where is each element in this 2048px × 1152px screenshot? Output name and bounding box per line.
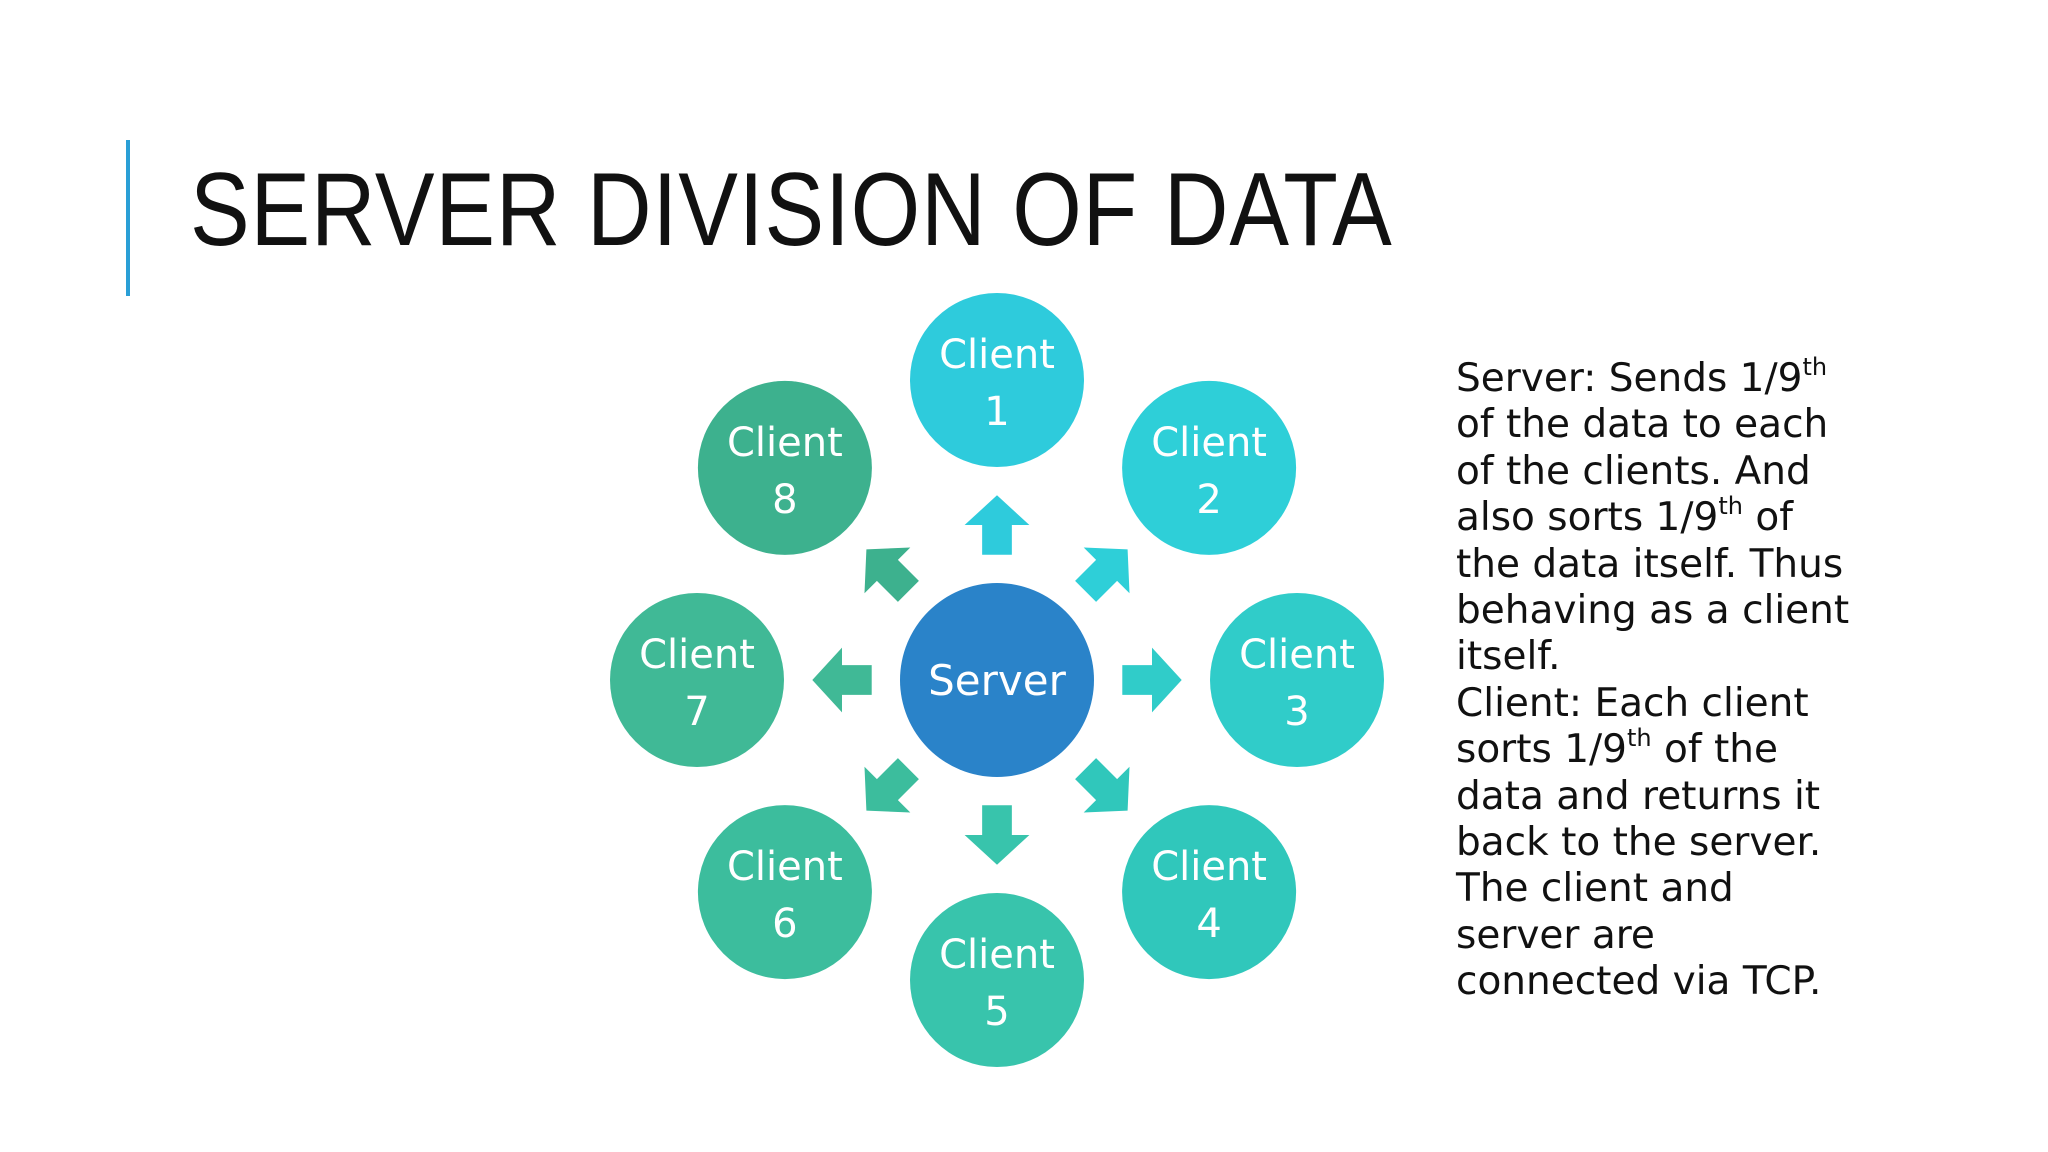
superscript: th	[1802, 353, 1828, 381]
client-circle	[910, 293, 1084, 467]
server-label: Server	[928, 656, 1066, 705]
client-number: 4	[1196, 901, 1221, 947]
client-node-4: Client 4	[1122, 805, 1297, 980]
slide-title: SERVER DIVISION OF DATA	[190, 152, 1393, 268]
client-label: Client	[939, 932, 1055, 978]
client-label: Client	[1239, 632, 1355, 678]
client-circle	[697, 380, 872, 555]
client-node-7: Client 7	[610, 593, 784, 767]
client-number: 7	[684, 689, 709, 735]
client-number: 2	[1196, 477, 1221, 523]
arrow-to-client-8	[864, 547, 919, 602]
client-label: Client	[939, 332, 1055, 378]
client-circle	[1122, 805, 1297, 980]
arrow-to-client-4	[1075, 758, 1130, 813]
client-node-1: Client 1	[910, 293, 1084, 467]
client-circle	[1210, 593, 1384, 767]
arrow-to-client-7	[812, 647, 872, 713]
client-node-3: Client 3	[1210, 593, 1384, 767]
client-label: Client	[639, 632, 755, 678]
description-line: back to the server.	[1456, 820, 1822, 866]
description-line: data and returns it	[1456, 773, 1821, 819]
client-number: 3	[1284, 689, 1309, 735]
client-label: Client	[727, 420, 843, 466]
description-line: sorts 1/9th of the	[1456, 724, 1779, 773]
description-line: of the clients. And	[1456, 448, 1811, 494]
client-number: 8	[772, 477, 797, 523]
server-circle	[900, 583, 1094, 777]
description-line: Server: Sends 1/9th	[1456, 353, 1828, 401]
title-accent-bar	[126, 140, 130, 296]
client-number: 1	[984, 389, 1009, 435]
server-node: Server	[900, 583, 1094, 777]
description-line: Client: Each client	[1456, 680, 1809, 726]
client-circle	[610, 593, 784, 767]
description-line: the data itself. Thus	[1456, 541, 1844, 587]
client-label: Client	[727, 844, 843, 890]
client-number: 5	[984, 989, 1009, 1035]
client-number: 6	[772, 901, 797, 947]
client-node-6: Client 6	[697, 805, 872, 980]
superscript: th	[1627, 724, 1652, 753]
arrow-to-client-6	[864, 758, 919, 813]
client-circle	[910, 893, 1084, 1067]
client-circle	[697, 805, 872, 980]
client-circle	[1122, 380, 1297, 555]
client-node-2: Client 2	[1122, 380, 1297, 555]
description-line: itself.	[1456, 634, 1561, 680]
description-line: of the data to each	[1456, 402, 1829, 448]
client-node-8: Client 8	[697, 380, 872, 555]
arrow-to-client-2	[1075, 547, 1130, 602]
description-line: also sorts 1/9th of	[1456, 492, 1793, 541]
arrow-to-client-5	[964, 805, 1030, 865]
description-line: connected via TCP.	[1456, 959, 1822, 1005]
arrow-to-client-3	[1122, 647, 1182, 713]
client-label: Client	[1151, 844, 1267, 890]
client-label: Client	[1151, 420, 1267, 466]
client-node-5: Client 5	[910, 893, 1084, 1067]
description-line: server are	[1456, 912, 1655, 958]
description-line: behaving as a client	[1456, 588, 1850, 634]
superscript: th	[1718, 492, 1743, 521]
arrow-to-client-1	[964, 495, 1030, 555]
description-line: The client and	[1456, 866, 1734, 912]
